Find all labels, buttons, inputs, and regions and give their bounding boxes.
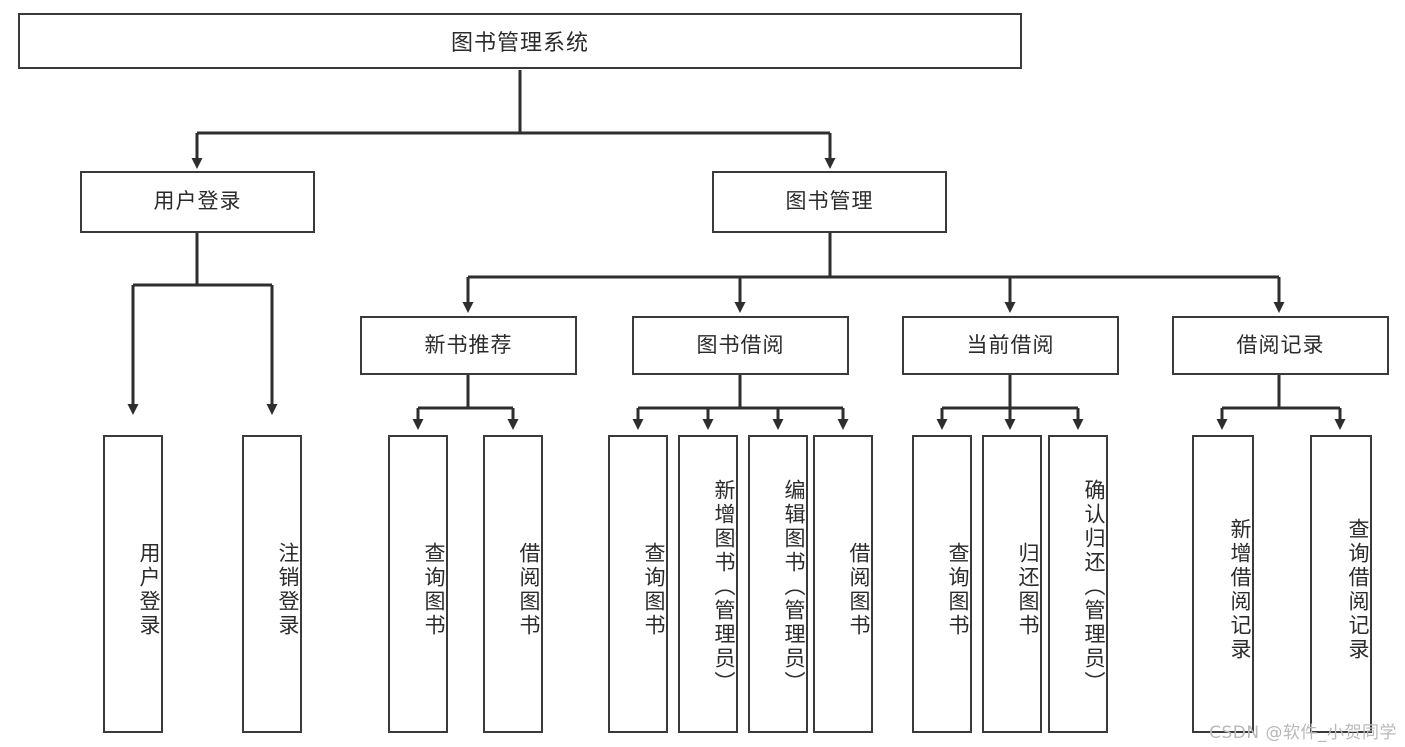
leaf-label: 查询借阅记录 (1346, 518, 1370, 662)
leaf-current-borrow-return-book[interactable]: 归还图书 (982, 435, 1042, 733)
leaf-label: 查询图书 (946, 542, 970, 638)
leaf-user-login-logout[interactable]: 注销登录 (242, 435, 302, 733)
leaf-current-borrow-confirm-return-admin[interactable]: 确认归还（管理员） (1048, 435, 1108, 733)
csdn-watermark: CSDN @软件_小贺同学 (1209, 723, 1397, 743)
node-current-borrow-label: 当前借阅 (966, 332, 1055, 357)
node-borrow-record-label: 借阅记录 (1236, 332, 1325, 357)
leaf-book-borrow-add-book-admin[interactable]: 新增图书（管理员） (678, 435, 738, 733)
node-book-management-label: 图书管理 (785, 189, 874, 214)
leaf-label: 查询图书 (642, 542, 666, 638)
leaf-borrow-record-query-record[interactable]: 查询借阅记录 (1310, 435, 1372, 733)
node-book-borrow-label: 图书借阅 (696, 332, 785, 357)
leaf-borrow-record-add-record[interactable]: 新增借阅记录 (1192, 435, 1254, 733)
leaf-label: 借阅图书 (847, 542, 871, 638)
leaf-label: 查询图书 (422, 542, 446, 638)
node-book-management[interactable]: 图书管理 (712, 171, 947, 233)
node-root-label: 图书管理系统 (450, 31, 589, 56)
node-user-login[interactable]: 用户登录 (80, 171, 315, 233)
leaf-label: 用户登录 (137, 542, 161, 638)
leaf-label: 归还图书 (1016, 542, 1040, 638)
node-new-book-recommend[interactable]: 新书推荐 (360, 316, 577, 375)
leaf-book-borrow-borrow-book[interactable]: 借阅图书 (813, 435, 873, 733)
leaf-new-book-query-book[interactable]: 查询图书 (388, 435, 448, 733)
leaf-book-borrow-query-book[interactable]: 查询图书 (608, 435, 668, 733)
node-root-system[interactable]: 图书管理系统 (18, 13, 1022, 69)
node-current-borrow[interactable]: 当前借阅 (902, 316, 1119, 375)
leaf-book-borrow-edit-book-admin[interactable]: 编辑图书（管理员） (748, 435, 808, 733)
node-user-login-label: 用户登录 (153, 189, 242, 214)
leaf-label: 新增借阅记录 (1228, 518, 1252, 662)
leaf-label: 借阅图书 (517, 542, 541, 638)
leaf-new-book-borrow-book[interactable]: 借阅图书 (483, 435, 543, 733)
leaf-label: 确认归还（管理员） (1082, 479, 1106, 695)
node-new-book-recommend-label: 新书推荐 (424, 332, 513, 357)
leaf-label: 新增图书（管理员） (712, 479, 736, 695)
leaf-current-borrow-query-book[interactable]: 查询图书 (912, 435, 972, 733)
leaf-user-login-login[interactable]: 用户登录 (103, 435, 163, 733)
node-borrow-record[interactable]: 借阅记录 (1172, 316, 1389, 375)
leaf-label: 注销登录 (276, 542, 300, 638)
node-book-borrow[interactable]: 图书借阅 (632, 316, 849, 375)
leaf-label: 编辑图书（管理员） (782, 479, 806, 695)
